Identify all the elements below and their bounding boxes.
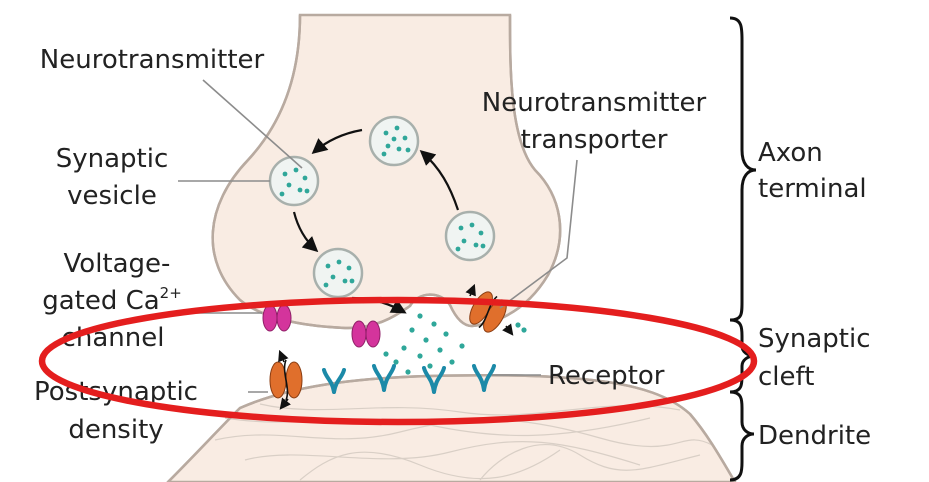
brace-dendrite bbox=[729, 390, 755, 482]
label-axon-terminal-line1: Axon bbox=[758, 138, 823, 168]
label-transporter-line2: transporter bbox=[521, 125, 668, 155]
leader-lines bbox=[178, 79, 578, 393]
calcium-channel-right bbox=[351, 320, 381, 348]
receptors bbox=[322, 364, 496, 394]
receptor-3 bbox=[422, 366, 446, 394]
label-axon-terminal-line2: terminal bbox=[758, 174, 867, 204]
leader-transporter bbox=[499, 159, 578, 309]
vesicle-left bbox=[268, 155, 320, 207]
receptor-2 bbox=[372, 364, 396, 392]
receptor-4 bbox=[472, 364, 496, 392]
endocytosis-arrow bbox=[419, 149, 460, 211]
label-synaptic-vesicle-line2: vesicle bbox=[67, 181, 157, 211]
released-neurotransmitter bbox=[383, 313, 527, 375]
highlight-ellipse bbox=[38, 296, 758, 426]
label-calcium-channel-superscript: 2+ bbox=[160, 284, 182, 302]
axon-terminal-body bbox=[211, 13, 562, 330]
label-calcium-channel-gated-ca: gated Ca bbox=[42, 286, 159, 316]
receptor-1 bbox=[322, 368, 346, 394]
label-calcium-channel-line1: Voltage- bbox=[64, 249, 171, 279]
label-synaptic-cleft-line1: Synaptic bbox=[758, 324, 871, 354]
label-calcium-channel-line2: gated Ca2+ bbox=[42, 284, 182, 316]
label-transporter-line1: Neurotransmitter bbox=[482, 88, 707, 118]
transporter-postsynaptic bbox=[269, 349, 303, 410]
label-synaptic-vesicle-line1: Synaptic bbox=[56, 144, 169, 174]
recycle-arrow-top bbox=[311, 128, 363, 155]
region-braces bbox=[729, 16, 757, 482]
leader-neurotransmitter bbox=[202, 79, 303, 169]
label-neurotransmitter: Neurotransmitter bbox=[40, 45, 265, 75]
vesicle-top bbox=[368, 115, 420, 167]
recycle-arrow-left bbox=[292, 211, 319, 253]
label-dendrite: Dendrite bbox=[758, 421, 871, 451]
label-postsynaptic-density-line2: density bbox=[68, 415, 163, 445]
brace-axon-terminal bbox=[729, 16, 757, 322]
label-synaptic-cleft-line2: cleft bbox=[758, 362, 814, 392]
label-receptor: Receptor bbox=[548, 361, 665, 391]
vesicle-right bbox=[444, 210, 496, 262]
vesicle-bottom bbox=[312, 247, 364, 299]
label-calcium-channel-line3: channel bbox=[62, 323, 165, 353]
